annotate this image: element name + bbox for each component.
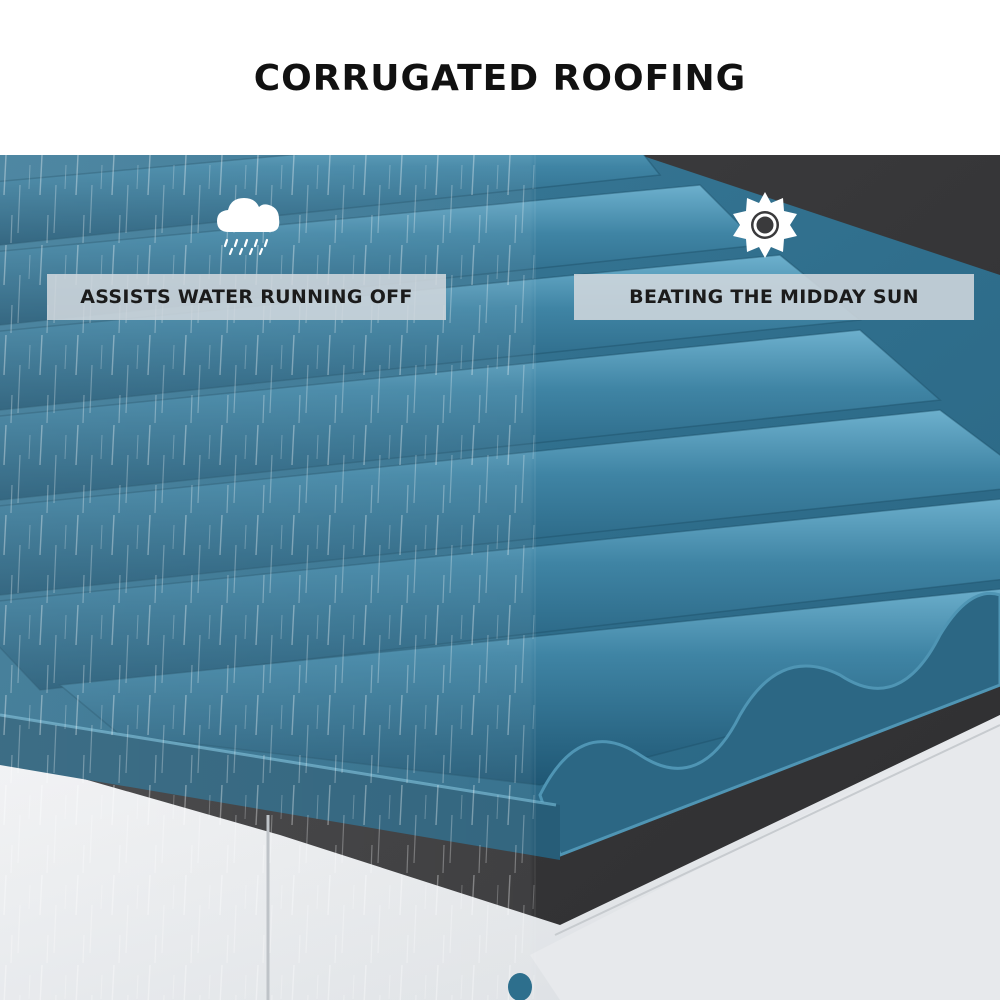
feature-label-sun: BEATING THE MIDDAY SUN xyxy=(574,274,974,320)
header: CORRUGATED ROOFING xyxy=(0,0,1000,155)
sun-icon xyxy=(733,192,797,258)
feature-label-water: ASSISTS WATER RUNNING OFF xyxy=(47,274,446,320)
rain-cloud-icon xyxy=(217,198,280,256)
page-title: CORRUGATED ROOFING xyxy=(253,58,747,99)
